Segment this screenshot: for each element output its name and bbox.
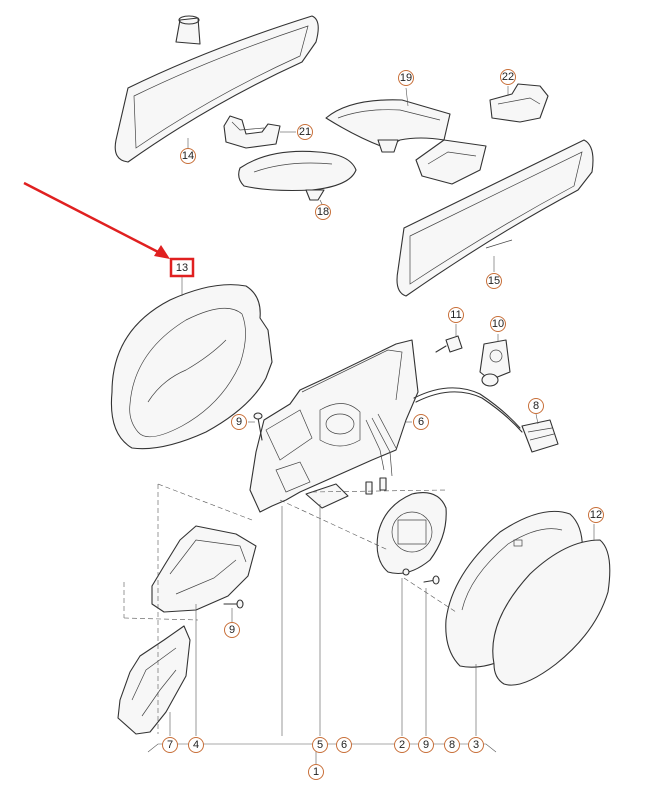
callout-5[interactable]: 5 [312,737,328,753]
svg-text:4: 4 [193,739,199,751]
callout-11[interactable]: 11 [448,307,464,323]
callout-9-bottom[interactable]: 9 [418,737,434,753]
callout-6-bottom[interactable]: 6 [336,737,352,753]
svg-text:13: 13 [176,262,188,274]
callout-6-top[interactable]: 6 [413,414,429,430]
clip-21 [223,115,296,149]
mirror-base-bracket [249,339,419,513]
svg-text:1: 1 [313,766,319,778]
svg-text:9: 9 [236,416,242,428]
svg-text:15: 15 [488,275,500,287]
svg-text:8: 8 [449,739,455,751]
callout-12[interactable]: 12 [588,507,604,523]
screw-9-middle [423,575,440,736]
svg-text:3: 3 [473,739,479,751]
svg-text:2: 2 [399,739,405,751]
trim-7 [117,625,191,736]
callout-3[interactable]: 3 [468,737,484,753]
callout-1[interactable]: 1 [308,764,324,780]
callout-18[interactable]: 18 [315,204,331,220]
callouts: 1 2 3 4 5 6 6 7 8 8 9 9 9 10 11 12 14 15… [162,69,604,780]
mirror-glass-12 [492,524,611,686]
cable-connector-8 [413,387,559,453]
lower-cover-4 [151,525,257,736]
svg-text:21: 21 [299,126,311,138]
guide-lines [123,483,457,736]
cover-19 [325,87,451,153]
adjusting-motor-2 [376,492,447,736]
interior-mirror-14 [114,15,319,163]
callout-22[interactable]: 22 [500,69,516,85]
cover-18 [238,150,357,205]
callout-4[interactable]: 4 [188,737,204,753]
svg-text:9: 9 [229,624,235,636]
screw-11 [435,324,463,353]
callout-9-upper[interactable]: 9 [231,414,247,430]
callout-15[interactable]: 15 [486,273,502,289]
switch-10 [479,334,511,387]
svg-text:14: 14 [182,150,194,162]
screw-9-lower [223,599,244,622]
callout-19[interactable]: 19 [398,70,414,86]
svg-text:12: 12 [590,509,602,521]
svg-text:19: 19 [400,72,412,84]
screw-9-upper [248,412,263,441]
clip-22 [489,83,549,123]
callout-8-top[interactable]: 8 [528,398,544,414]
svg-text:10: 10 [492,318,504,330]
svg-text:5: 5 [317,739,323,751]
interior-mirror-15 [396,139,594,297]
svg-text:7: 7 [167,739,173,751]
callout-2[interactable]: 2 [394,737,410,753]
callout-8-bottom[interactable]: 8 [444,737,460,753]
callout-7[interactable]: 7 [162,737,178,753]
svg-text:8: 8 [533,400,539,412]
callout-21[interactable]: 21 [297,124,313,140]
mirror-housing-cap-13 [110,277,273,450]
highlight-arrow [23,181,170,259]
callout-9-lower[interactable]: 9 [224,622,240,638]
svg-text:22: 22 [502,71,514,83]
svg-text:9: 9 [423,739,429,751]
svg-text:6: 6 [341,739,347,751]
svg-text:11: 11 [450,309,461,321]
svg-text:18: 18 [317,206,329,218]
svg-text:6: 6 [418,416,424,428]
callout-14[interactable]: 14 [180,148,196,164]
callout-13-highlighted[interactable]: 13 [169,257,195,278]
callout-10[interactable]: 10 [490,316,506,332]
